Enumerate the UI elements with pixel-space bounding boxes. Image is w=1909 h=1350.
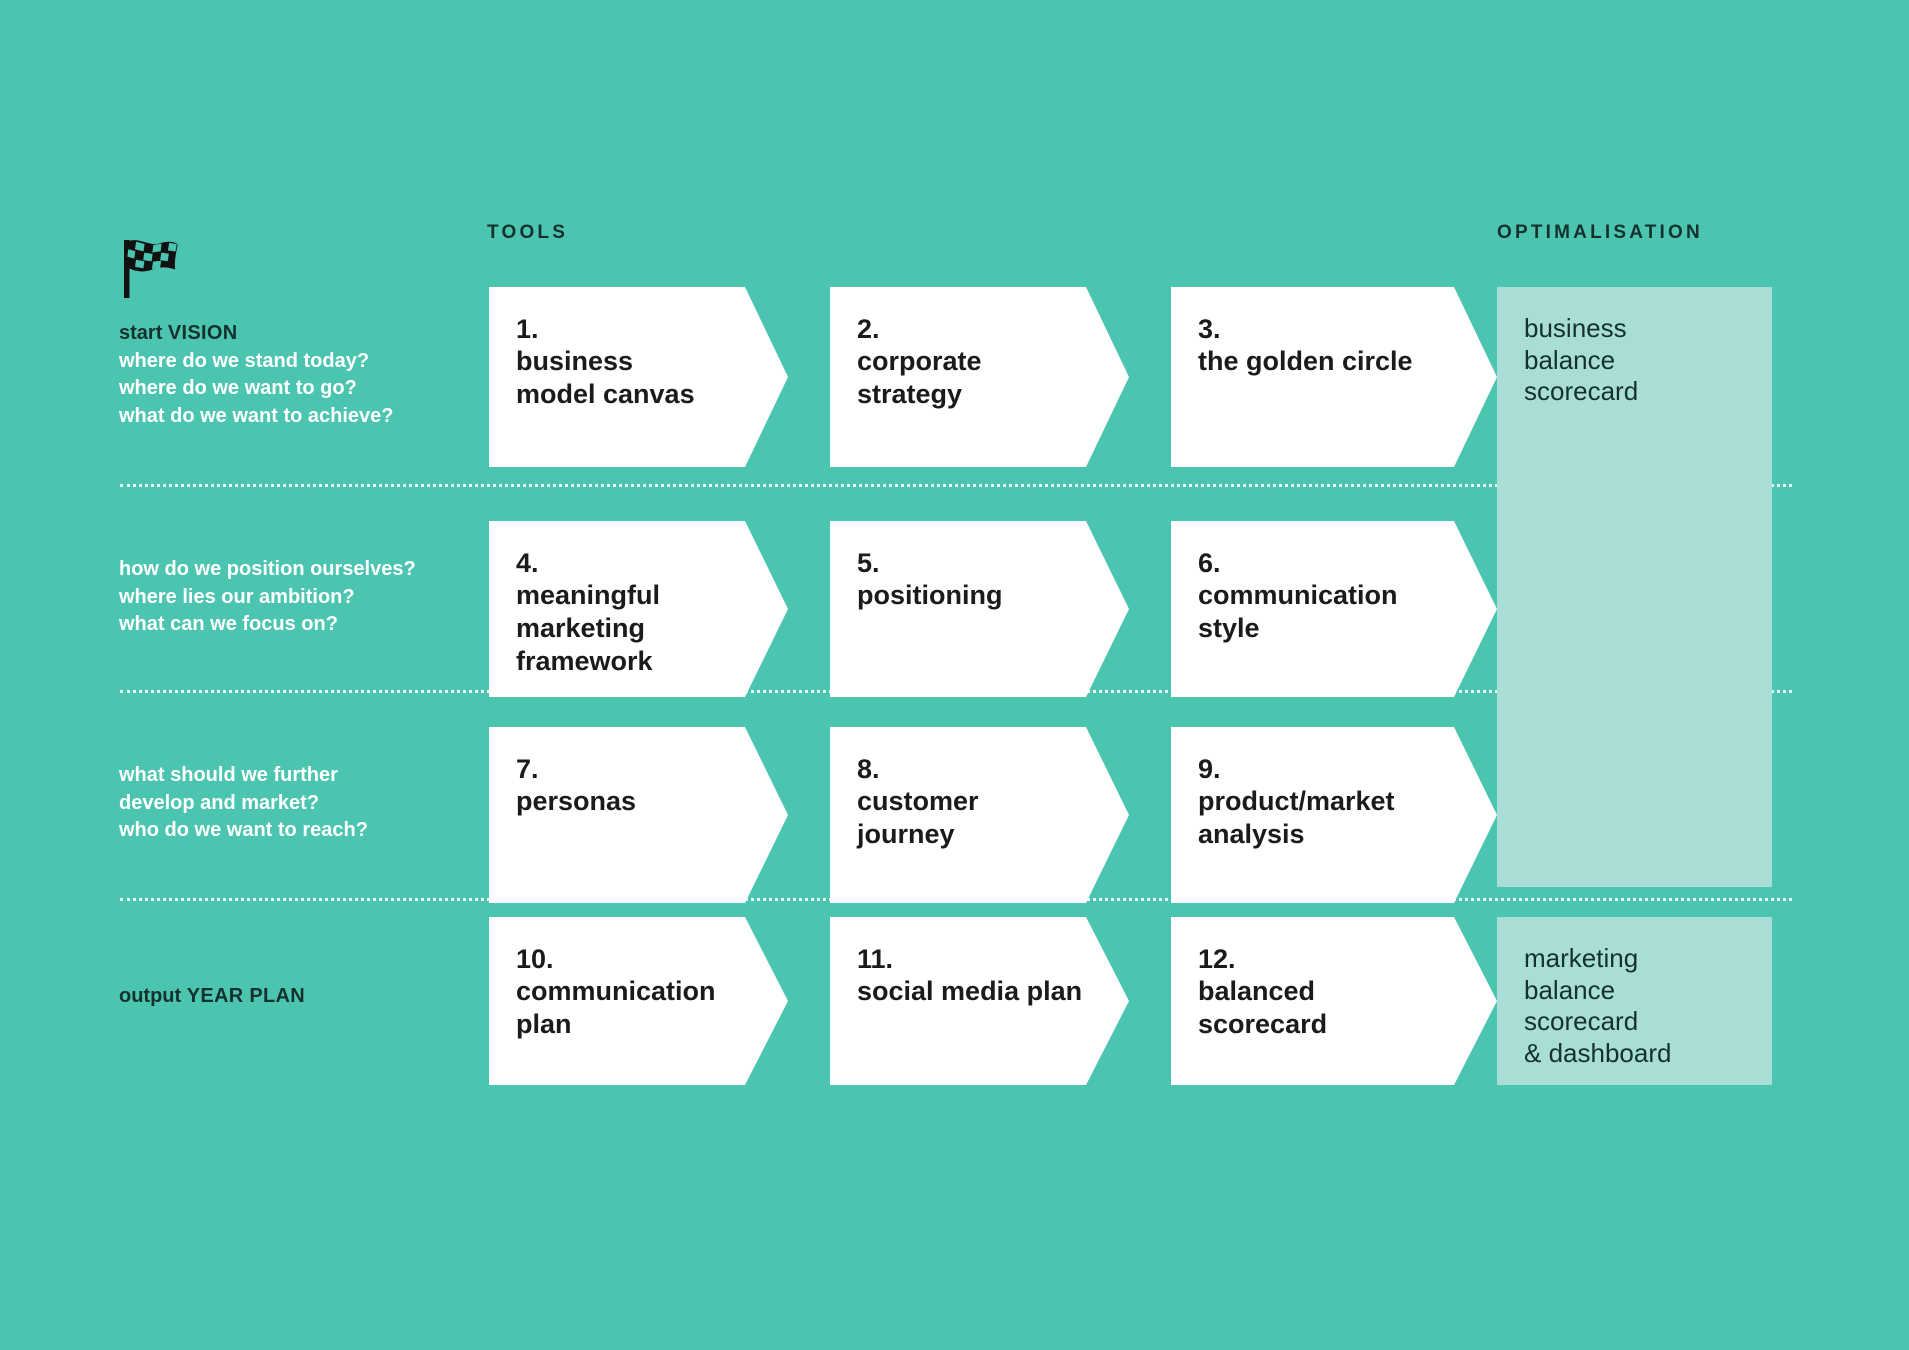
- row-label-year-plan: output YEAR PLAN: [119, 983, 479, 1011]
- tool-number: 12.: [1198, 944, 1236, 974]
- tool-title: personas: [516, 786, 637, 817]
- stage-label: output YEAR PLAN: [119, 983, 479, 1011]
- tool-number: 1.: [516, 314, 539, 344]
- tool-title: positioning: [857, 580, 1003, 611]
- column-header-tools: TOOLS: [487, 222, 569, 243]
- question-line: where do we want to go?: [119, 377, 357, 400]
- stage-prefix: start: [119, 322, 168, 344]
- tool-number: 2.: [857, 314, 880, 344]
- stage-label: start VISION: [119, 320, 479, 348]
- question-line: develop and market?: [119, 791, 320, 814]
- tool-arrow-3[interactable]: 3. the golden circle: [1171, 287, 1497, 467]
- tool-number: 7.: [516, 754, 539, 784]
- tool-number: 4.: [516, 548, 539, 578]
- tool-number: 3.: [1198, 314, 1221, 344]
- question-line: where do we stand today?: [119, 349, 370, 372]
- row-label-positioning: how do we position ourselves? where lies…: [119, 556, 479, 639]
- tool-number: 8.: [857, 754, 880, 784]
- tool-number: 9.: [1198, 754, 1221, 784]
- tool-title: social media plan: [857, 976, 1083, 1007]
- row-divider: [120, 484, 1792, 487]
- question-line: how do we position ourselves?: [119, 558, 416, 580]
- question-line: what do we want to achieve?: [119, 404, 394, 427]
- tool-number: 10.: [516, 944, 554, 974]
- question-line: where lies our ambition?: [119, 585, 355, 608]
- row-label-vision: start VISION where do we stand today? wh…: [119, 320, 479, 430]
- column-header-optimalisation: OPTIMALISATION: [1497, 222, 1703, 243]
- tool-number: 6.: [1198, 548, 1221, 578]
- tool-number: 11.: [857, 944, 894, 974]
- stage-name: VISION: [167, 322, 238, 344]
- stage-prefix: output: [119, 985, 187, 1007]
- tool-title: the golden circle: [1198, 346, 1413, 377]
- tool-number: 5.: [857, 548, 880, 578]
- tool-arrow-5[interactable]: 5. positioning: [830, 521, 1129, 697]
- question-line: what should we further: [119, 764, 338, 786]
- stage-name: YEAR PLAN: [186, 985, 306, 1007]
- row-label-development: what should we further develop and marke…: [119, 762, 479, 845]
- question-line: who do we want to reach?: [119, 819, 368, 842]
- tool-arrow-11[interactable]: 11. social media plan: [830, 917, 1129, 1085]
- question-line: what can we focus on?: [119, 613, 338, 636]
- checkered-flag-icon: [118, 238, 182, 300]
- tool-arrow-7[interactable]: 7. personas: [489, 727, 788, 903]
